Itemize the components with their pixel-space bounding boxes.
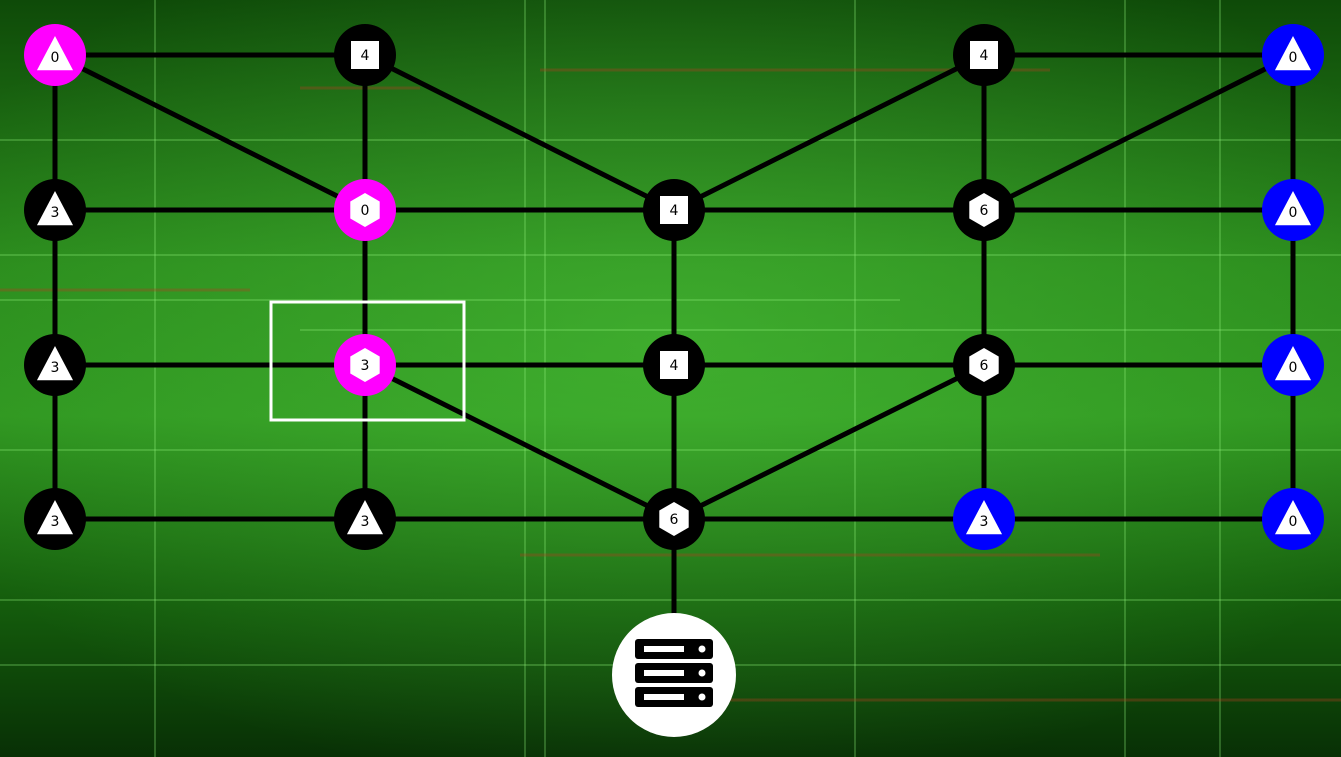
triangle-icon xyxy=(1274,36,1312,71)
edge-r2c3-r3c2 xyxy=(672,362,986,522)
edge-r2c1-r3c2 xyxy=(363,362,676,522)
node-value: 4 xyxy=(670,203,679,219)
edge-r0c3-r1c2 xyxy=(672,52,986,213)
node-r1c2[interactable]: 4 xyxy=(643,179,705,241)
triangle-icon xyxy=(1274,346,1312,381)
node-r2c2[interactable]: 4 xyxy=(643,334,705,396)
node-r1c3[interactable]: 6 xyxy=(953,179,1015,241)
node-value: 3 xyxy=(51,360,60,376)
triangle-icon xyxy=(36,191,74,226)
node-r1c0[interactable]: 3 xyxy=(24,179,86,241)
edge-r0c4-r1c3 xyxy=(982,52,1295,213)
node-value: 4 xyxy=(361,48,370,64)
triangle-icon xyxy=(36,36,74,71)
node-r3c2[interactable]: 6 xyxy=(643,488,705,550)
edge-r0c0-r1c1 xyxy=(53,52,367,213)
node-value: 0 xyxy=(51,50,60,66)
node-r1c1[interactable]: 0 xyxy=(334,179,396,241)
triangle-icon xyxy=(1274,191,1312,226)
node-value: 0 xyxy=(1289,50,1298,66)
node-r0c3[interactable]: 4 xyxy=(953,24,1015,86)
node-r0c0[interactable]: 0 xyxy=(24,24,86,86)
node-r3c3[interactable]: 3 xyxy=(953,488,1015,550)
node-value: 3 xyxy=(361,514,370,530)
node-value: 4 xyxy=(980,48,989,64)
node-r2c0[interactable]: 3 xyxy=(24,334,86,396)
node-value: 4 xyxy=(670,358,679,374)
node-r0c4[interactable]: 0 xyxy=(1262,24,1324,86)
node-value: 3 xyxy=(51,205,60,221)
node-value: 6 xyxy=(670,512,679,528)
triangle-icon xyxy=(36,500,74,535)
node-value: 0 xyxy=(1289,514,1298,530)
node-r2c1[interactable]: 3 xyxy=(334,334,396,396)
node-r0c1[interactable]: 4 xyxy=(334,24,396,86)
node-value: 3 xyxy=(980,514,989,530)
node-value: 6 xyxy=(980,203,989,219)
square-icon xyxy=(660,196,688,224)
square-icon xyxy=(970,41,998,69)
triangle-icon xyxy=(1274,500,1312,535)
hexagon-icon xyxy=(350,193,380,227)
triangle-icon xyxy=(346,500,384,535)
node-layer: 0 4 4 0 3 0 4 6 0 3 3 4 6 0 3 3 6 3 0 xyxy=(24,24,1324,737)
node-value: 3 xyxy=(51,514,60,530)
server-node[interactable] xyxy=(612,613,736,737)
triangle-icon xyxy=(965,500,1003,535)
node-value: 0 xyxy=(1289,205,1298,221)
square-icon xyxy=(351,41,379,69)
node-value: 3 xyxy=(361,358,370,374)
node-value: 0 xyxy=(361,203,370,219)
hexagon-icon xyxy=(969,193,999,227)
hexagon-icon xyxy=(659,502,689,536)
node-r2c4[interactable]: 0 xyxy=(1262,334,1324,396)
server-icon xyxy=(635,639,713,707)
selection-box xyxy=(269,300,466,422)
node-r3c0[interactable]: 3 xyxy=(24,488,86,550)
node-value: 0 xyxy=(1289,360,1298,376)
triangle-icon xyxy=(36,346,74,381)
hexagon-icon xyxy=(350,348,380,382)
edge-r0c1-r1c2 xyxy=(363,52,676,213)
hexagon-icon xyxy=(969,348,999,382)
node-value: 6 xyxy=(980,358,989,374)
node-r3c4[interactable]: 0 xyxy=(1262,488,1324,550)
node-r1c4[interactable]: 0 xyxy=(1262,179,1324,241)
square-icon xyxy=(660,351,688,379)
node-r2c3[interactable]: 6 xyxy=(953,334,1015,396)
node-r3c1[interactable]: 3 xyxy=(334,488,396,550)
